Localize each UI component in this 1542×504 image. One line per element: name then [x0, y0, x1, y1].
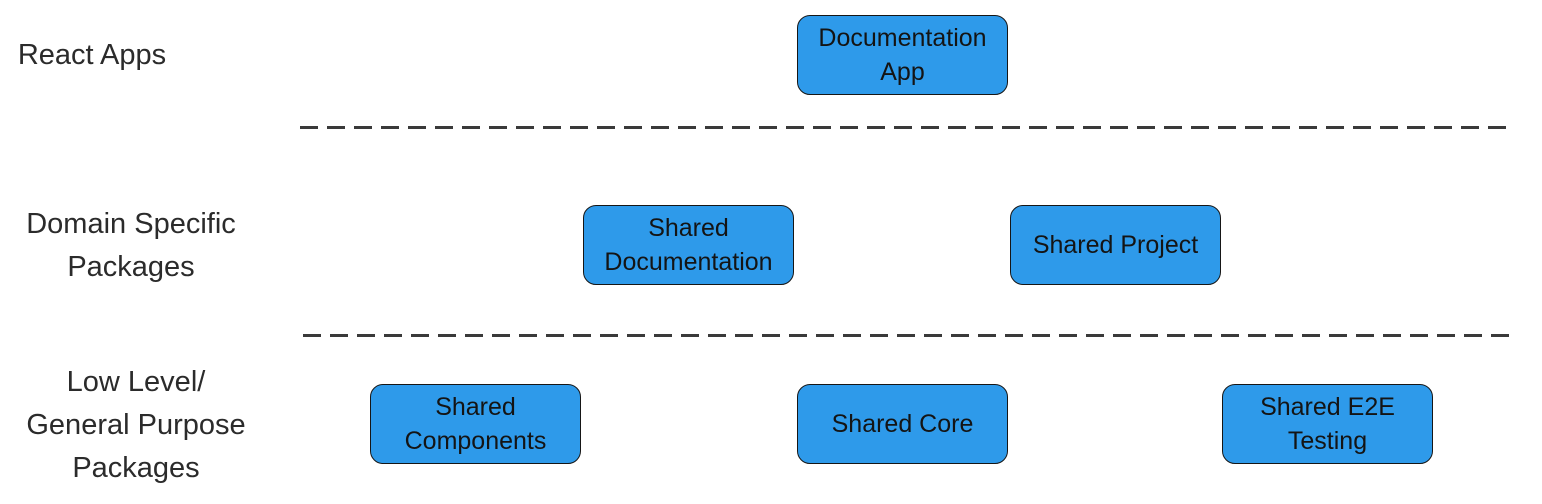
node-label: Shared E2E Testing: [1260, 393, 1395, 455]
row-label-low-level-general-purpose-packages: Low Level/ General Purpose Packages: [6, 361, 266, 490]
row-label-domain-specific-packages: Domain Specific Packages: [0, 203, 262, 289]
node-label: Shared Components: [404, 393, 547, 455]
row-label-line: Domain Specific: [26, 208, 236, 240]
row-label-react-apps: React Apps: [2, 34, 182, 76]
node-shared-core: Shared Core: [797, 384, 1008, 464]
node-label: Shared Documentation: [604, 214, 773, 276]
node-shared-components: Shared Components: [370, 384, 581, 464]
row-label-line: React Apps: [17, 39, 167, 71]
tier-divider-top: [300, 126, 1512, 129]
row-label-line: General Purpose: [26, 409, 246, 441]
tier-divider-bottom: [303, 334, 1513, 337]
node-documentation-app: Documentation App: [797, 15, 1008, 95]
row-label-line: Low Level/: [66, 366, 206, 398]
row-label-line: Packages: [67, 251, 195, 283]
node-shared-e2e-testing: Shared E2E Testing: [1222, 384, 1433, 464]
node-shared-documentation: Shared Documentation: [583, 205, 794, 285]
node-shared-project: Shared Project: [1010, 205, 1221, 285]
row-label-line: Packages: [72, 452, 200, 484]
node-label: Shared Core: [831, 410, 974, 438]
node-label: Shared Project: [1032, 231, 1199, 259]
node-label: Documentation App: [818, 24, 987, 86]
